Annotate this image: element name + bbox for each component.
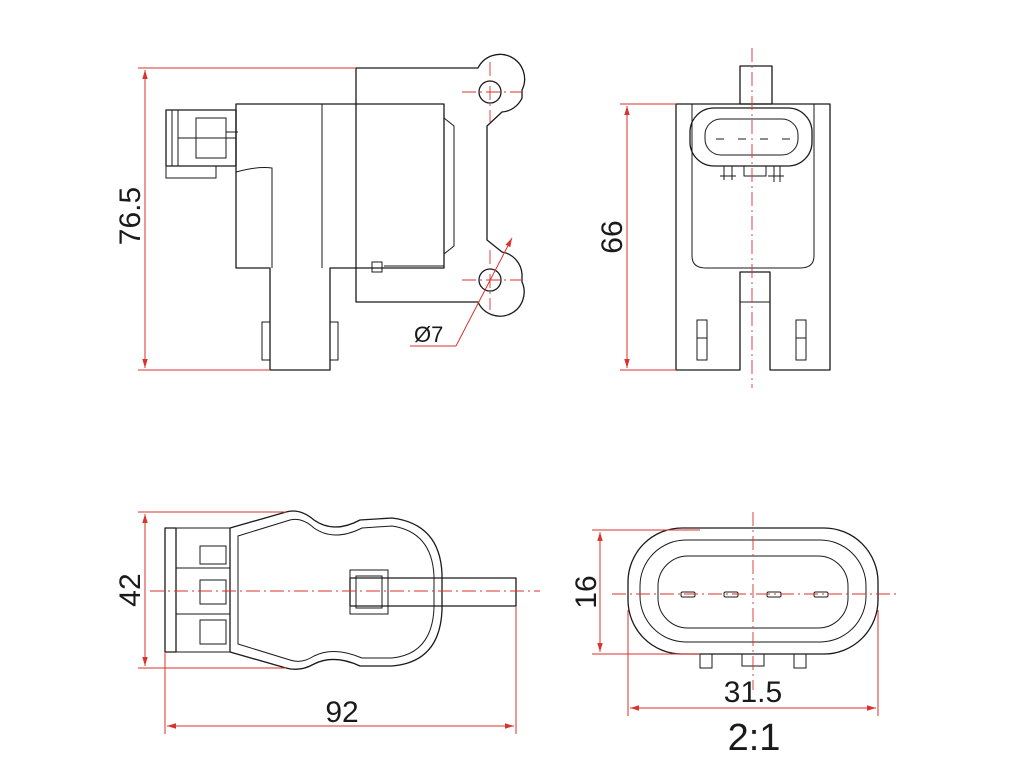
top-view bbox=[164, 510, 517, 670]
dim-label-height-connector: 16 bbox=[570, 575, 603, 608]
side-view bbox=[165, 53, 526, 371]
dimension-length-top: 92 bbox=[164, 606, 517, 734]
dim-label-height-front: 66 bbox=[596, 220, 629, 253]
dimension-width-connector: 31.5 bbox=[627, 610, 879, 716]
dim-label-width-connector: 31.5 bbox=[724, 676, 782, 709]
dim-label-length-top: 92 bbox=[325, 696, 358, 729]
dimension-height-front: 66 bbox=[596, 103, 676, 371]
dimension-height-connector: 16 bbox=[570, 529, 700, 655]
dim-label-width-top: 42 bbox=[114, 573, 147, 606]
connector-view-centerlines bbox=[612, 512, 896, 690]
dim-label-height-side: 76.5 bbox=[114, 187, 147, 245]
dimension-hole-diameter: Ø7 bbox=[410, 237, 513, 347]
dimension-height-side: 76.5 bbox=[114, 67, 356, 371]
scale-label: 2:1 bbox=[728, 717, 781, 759]
front-view bbox=[675, 65, 831, 371]
dim-label-hole-diameter: Ø7 bbox=[414, 322, 443, 347]
dimension-width-top: 42 bbox=[114, 511, 286, 669]
side-view-centerlines bbox=[462, 62, 522, 310]
